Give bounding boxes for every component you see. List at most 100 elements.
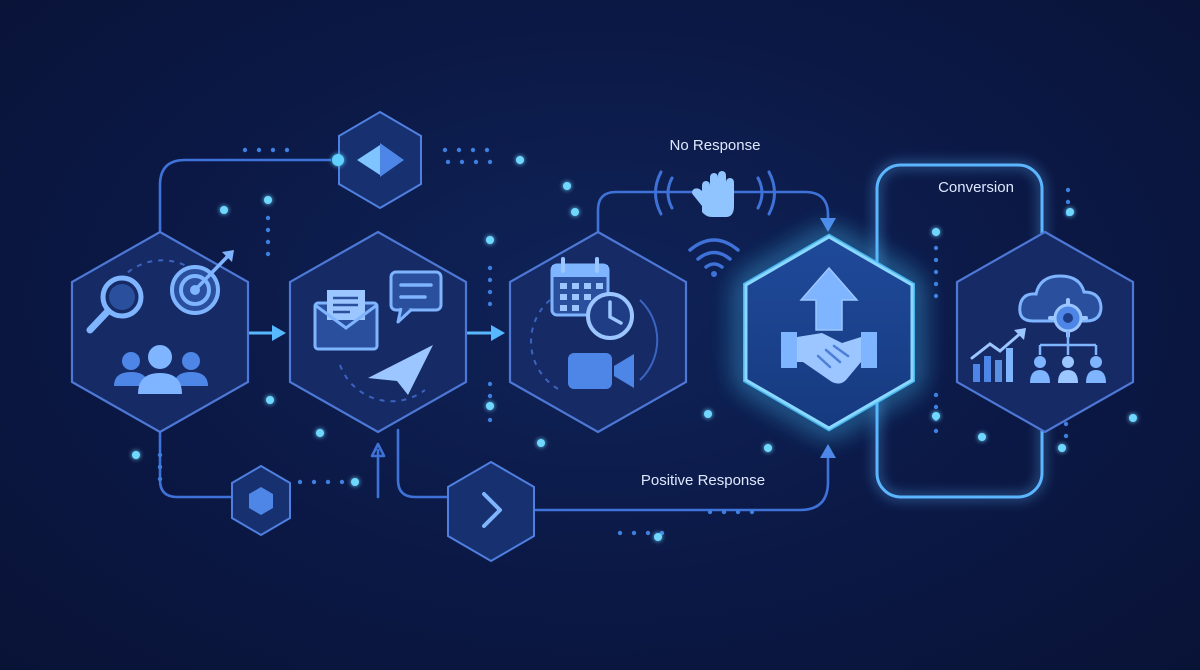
trail-dot — [933, 257, 939, 263]
trail-dot — [157, 464, 163, 470]
glow-particle — [1058, 444, 1066, 452]
chevron-right-icon — [482, 492, 502, 528]
top-loop-wire — [158, 158, 332, 234]
glow-particle — [316, 429, 324, 437]
trail-dot — [933, 428, 939, 434]
trail-dot — [487, 381, 493, 387]
stage-deal — [743, 233, 915, 432]
signal-waves — [654, 170, 776, 216]
trail-dot — [933, 245, 939, 251]
deal-hex — [744, 235, 914, 430]
meeting-orbit — [530, 299, 561, 391]
trail-dot — [445, 159, 451, 165]
top-relay-node — [332, 110, 422, 210]
trail-dot — [933, 281, 939, 287]
stage-prospecting — [70, 230, 250, 434]
trail-dot — [487, 301, 493, 307]
glow-particle — [266, 396, 274, 404]
glow-particle — [978, 433, 986, 441]
trail-dot — [1063, 433, 1069, 439]
trail-dot — [284, 147, 290, 153]
trail-dot — [721, 509, 727, 515]
glow-particle — [351, 478, 359, 486]
handshake-icon — [781, 332, 877, 384]
trail-dot — [270, 147, 276, 153]
chevron-relay-hex — [447, 460, 535, 563]
trail-dot — [442, 147, 448, 153]
trail-dot — [311, 479, 317, 485]
growth-hex — [955, 230, 1135, 434]
trail-dot — [1065, 199, 1071, 205]
users-icon — [114, 345, 208, 394]
up-arrow-icon — [799, 266, 859, 331]
trail-dot — [707, 509, 713, 515]
bottom-left-wire — [158, 430, 234, 499]
envelope-icon — [313, 290, 379, 351]
label-conversion: Conversion — [938, 179, 1014, 196]
glow-particle — [563, 182, 571, 190]
glow-particle — [486, 236, 494, 244]
glow-particle — [571, 208, 579, 216]
trail-dot — [487, 277, 493, 283]
trail-dot — [645, 530, 651, 536]
stage-outreach — [288, 230, 468, 434]
glow-particle — [264, 196, 272, 204]
arrow-2-head — [491, 325, 505, 341]
target-icon — [170, 250, 234, 315]
play-diamond-icon — [357, 143, 404, 177]
trail-dot — [265, 227, 271, 233]
up-arrowhead-1 — [370, 442, 386, 458]
chat-bubble-icon — [389, 270, 443, 324]
trail-dot — [242, 147, 248, 153]
label-no-response: No Response — [670, 137, 761, 154]
trail-dot — [749, 509, 755, 515]
paper-plane-icon — [368, 345, 433, 395]
trail-dot — [470, 147, 476, 153]
glow-particle — [537, 439, 545, 447]
trail-dot — [617, 530, 623, 536]
glow-particle — [932, 228, 940, 236]
hexagon-icon — [249, 487, 273, 515]
trail-dot — [1063, 421, 1069, 427]
glow-particle — [764, 444, 772, 452]
trail-dot — [325, 479, 331, 485]
trail-dot — [487, 393, 493, 399]
wifi-icon — [688, 238, 740, 277]
trail-dot — [339, 479, 345, 485]
glow-particle — [1129, 414, 1137, 422]
trail-dot — [265, 215, 271, 221]
trail-dot — [459, 159, 465, 165]
trail-dot — [456, 147, 462, 153]
org-tree-icon — [1030, 331, 1106, 383]
trail-dot — [487, 265, 493, 271]
meeting-orbit-2 — [639, 299, 659, 381]
trail-dot — [933, 269, 939, 275]
growth-chart-icon — [970, 328, 1026, 382]
magnifier-icon — [86, 275, 144, 334]
video-camera-icon — [568, 353, 634, 389]
trail-dot — [157, 476, 163, 482]
glow-particle — [220, 206, 228, 214]
glow-particle — [1066, 208, 1074, 216]
cloud-gear-icon — [1018, 274, 1103, 338]
glow-particle — [704, 410, 712, 418]
trail-dot — [487, 159, 493, 165]
trail-dot — [735, 509, 741, 515]
clock-icon — [586, 292, 634, 340]
outreach-orbit — [339, 364, 426, 403]
glow-particle — [516, 156, 524, 164]
trail-dot — [659, 530, 665, 536]
positive-response-wire — [533, 453, 830, 512]
trail-dot — [297, 479, 303, 485]
glow-particle — [932, 412, 940, 420]
trail-dot — [1065, 187, 1071, 193]
trail-dot — [484, 147, 490, 153]
trail-dot — [265, 239, 271, 245]
hand-stop-icon — [692, 171, 734, 217]
arrow-1-head — [272, 325, 286, 341]
trail-dot — [487, 417, 493, 423]
trail-dot — [933, 293, 939, 299]
decorative-dots — [132, 147, 1137, 541]
